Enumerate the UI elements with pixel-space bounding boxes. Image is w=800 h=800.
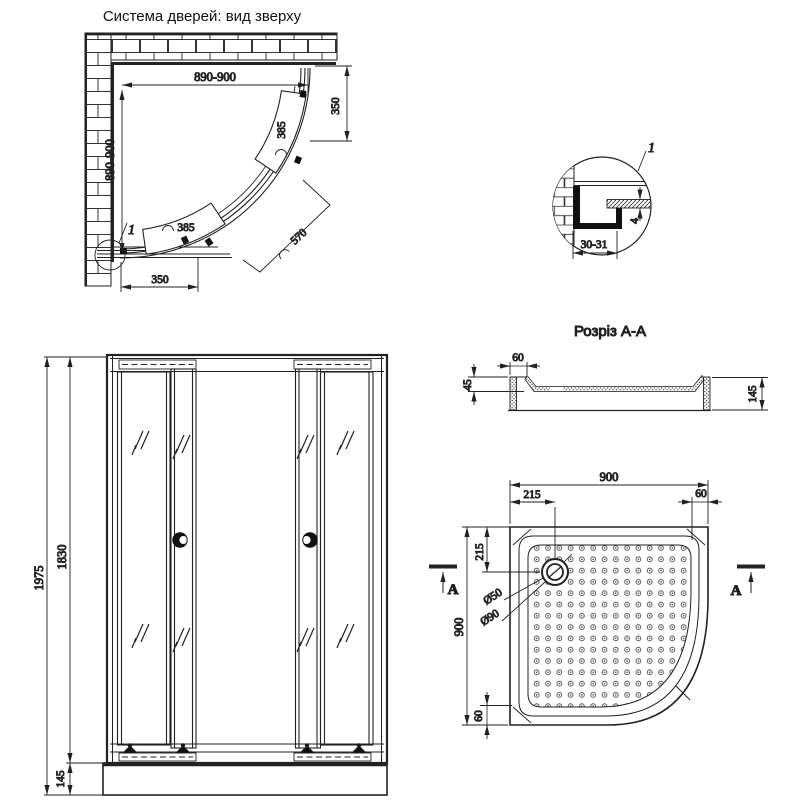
drain-leaders xyxy=(501,577,546,622)
fixed-panel-right xyxy=(319,371,374,746)
plan-top-view: 890-900 890-900 350 350 385 385 570 1 xyxy=(84,32,352,292)
drain-inner-diameter-label: Ø50 xyxy=(481,586,504,607)
dim-drain-offset-y-label: 215 xyxy=(474,543,486,561)
dim-tray-depth-label: 900 xyxy=(452,618,466,637)
section-marker-left-label: A xyxy=(448,582,459,598)
dim-opening-arc-label: 570 xyxy=(289,227,310,248)
door-opening-wedge xyxy=(242,179,331,273)
dim-rim-bottom-label: 60 xyxy=(473,710,485,722)
top-rail xyxy=(110,358,384,372)
frame-inner-verticals xyxy=(112,355,382,763)
detail-top-lines xyxy=(574,181,651,186)
dim-section-height xyxy=(712,377,768,411)
dim-section-rim-height-label: 45 xyxy=(462,379,474,391)
detail-reference-circle xyxy=(94,239,126,271)
dim-glass-gap-label: 4 xyxy=(629,218,641,224)
section-right-wall xyxy=(703,376,711,411)
dim-profile-width-label: 30-31 xyxy=(581,239,608,251)
sliding-door-bottom xyxy=(142,202,226,255)
tray-floor-antislip xyxy=(527,544,692,708)
glass-panels xyxy=(116,368,374,749)
detail-view: 30-31 4 1 xyxy=(552,141,656,259)
dim-door-bottom-arc-label: 385 xyxy=(177,222,195,234)
sliding-door-right xyxy=(254,90,307,174)
bottom-track-right xyxy=(293,752,372,762)
dim-plan-depth-label: 890-900 xyxy=(103,139,117,181)
dim-panel-bottom-label: 350 xyxy=(151,274,169,286)
dim-total-height-label: 1975 xyxy=(32,566,46,591)
detail-ref-number: 1 xyxy=(648,141,655,156)
dim-drain-offset-x-label: 215 xyxy=(523,489,541,501)
dim-rim-right-label: 60 xyxy=(695,488,707,500)
section-title: Розріз А-А xyxy=(574,323,646,340)
tray-rim-outer xyxy=(518,535,700,717)
dim-tray-width-label: 900 xyxy=(600,470,619,484)
drawing-title: Система дверей: вид зверху xyxy=(103,8,302,25)
top-track-right xyxy=(293,359,372,370)
dim-tray-height-label: 145 xyxy=(55,770,67,788)
frame-outer xyxy=(105,353,389,765)
bottom-rail xyxy=(110,743,384,753)
arc-symbol xyxy=(279,249,290,260)
section-drain-gap xyxy=(550,387,563,391)
section-marker-right xyxy=(737,564,765,593)
detail-glass-panel xyxy=(606,199,651,209)
dim-door-right-arc-label: 385 xyxy=(276,121,288,139)
front-elevation: 1975 1830 145 xyxy=(32,353,389,796)
dim-profile-width xyxy=(572,231,618,259)
dim-section-height-label: 145 xyxy=(747,385,759,403)
detail-ref-leader xyxy=(637,150,647,172)
section-left-wall xyxy=(509,376,517,411)
dim-plan-width xyxy=(122,68,309,95)
drain xyxy=(541,553,573,586)
section-marker-left xyxy=(429,564,457,593)
dim-door-height-label: 1830 xyxy=(55,545,69,570)
bottom-track-left xyxy=(118,752,197,762)
detail-aluminium-profile xyxy=(573,186,622,229)
detail-ref-label: 1 xyxy=(128,223,135,238)
detail-leader xyxy=(118,222,128,244)
dim-section-rim-width xyxy=(497,362,540,375)
dim-panel-top xyxy=(310,65,352,142)
rim-joint-ticks xyxy=(512,528,706,724)
brick-wall-top xyxy=(84,32,338,61)
fixed-panel-left xyxy=(116,371,171,746)
dim-plan-width-label: 890-900 xyxy=(194,70,236,84)
arc-symbol xyxy=(275,149,287,156)
section-marker-right-label: A xyxy=(731,583,742,599)
door-handle-left xyxy=(172,532,188,548)
brick-wall-left xyxy=(84,32,112,287)
dim-elevation-lines xyxy=(44,356,107,796)
dim-tray-top xyxy=(509,480,722,558)
dim-section-rim-height xyxy=(468,364,524,405)
drain-outer-diameter-label: Ø90 xyxy=(478,607,501,628)
section-tray-shell xyxy=(524,374,705,392)
tray-base-front xyxy=(102,762,388,796)
dim-panel-bottom xyxy=(120,258,199,292)
dim-tray-left xyxy=(462,526,540,739)
dim-panel-top-label: 350 xyxy=(330,97,342,115)
top-track-left xyxy=(118,359,197,370)
dim-section-rim-width-label: 60 xyxy=(512,352,524,364)
arc-symbol xyxy=(162,225,174,232)
section-aa: Розріз А-А 60 45 145 xyxy=(462,323,768,412)
tray-plan: Ø50 Ø90 900 215 60 900 215 60 A A xyxy=(429,470,765,739)
door-handle-right xyxy=(302,532,318,548)
